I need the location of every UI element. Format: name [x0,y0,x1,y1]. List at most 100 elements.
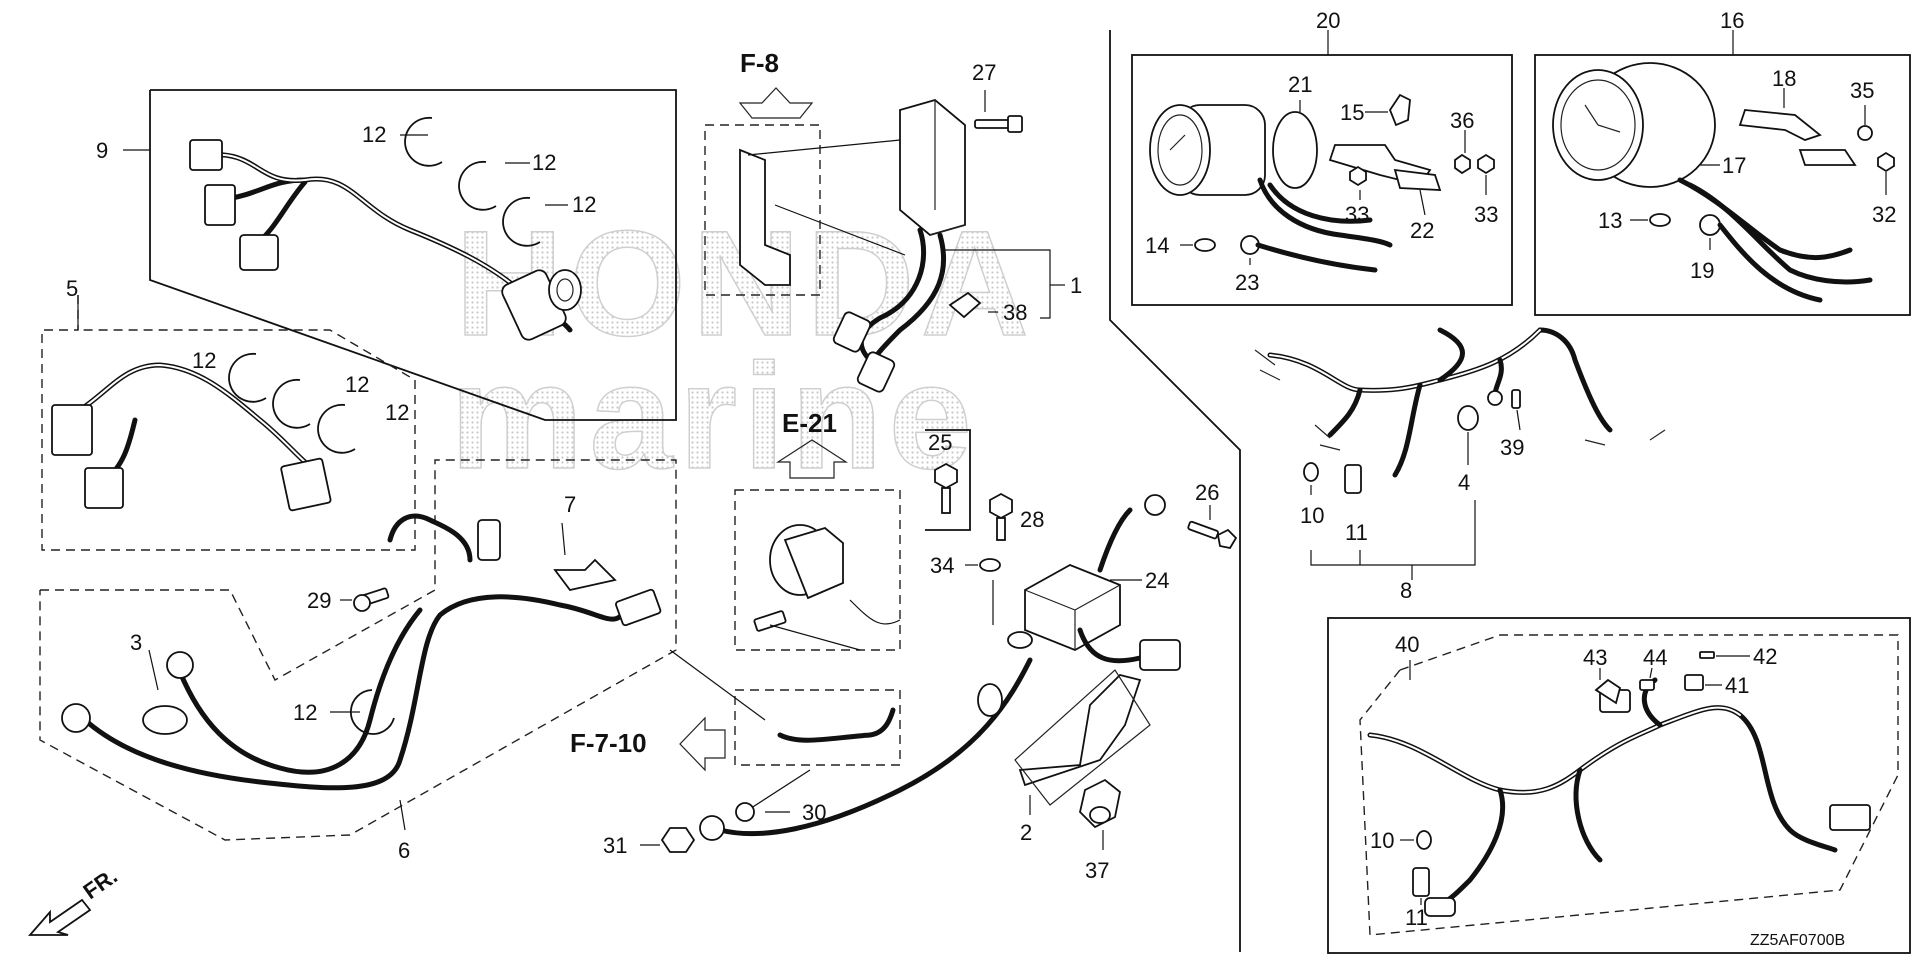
connector-3p [204,184,236,226]
group-20-frame [1131,54,1513,306]
group-e21: E-21 [734,408,901,651]
group-5-frame [41,295,416,551]
cap-10-b [1416,830,1432,850]
callout-11-b: 11 [1405,905,1428,930]
nut-36 [1454,153,1471,175]
arrow-up-e21 [775,439,849,479]
rectifier-connector-a [832,311,872,353]
group-harness-8: 10 11 4 39 8 [1254,327,1666,603]
front-label: FR. [79,863,122,904]
group-meter-16: 16 18 35 32 17 13 19 [1534,8,1911,316]
rectifier-connector-b [856,351,896,393]
group-meter-20: 20 21 22 15 36 33 33 14 23 [1131,8,1513,306]
terminal-29 [477,519,501,561]
callout-15: 15 [1340,100,1364,125]
callout-21: 21 [1288,72,1312,97]
battery-cable-b [177,607,423,775]
callout-23: 23 [1235,270,1259,295]
round-connector [501,269,582,341]
harness-40-wire [1367,705,1838,853]
group-16-frame [1534,54,1911,316]
socket-19 [1699,214,1721,236]
terminal-26 [1144,494,1166,516]
cdi-connector [1139,639,1181,671]
group-6-frame [39,459,677,841]
callout-40: 40 [1395,632,1419,657]
clip-12-f [317,403,356,454]
arrow-left-f710 [679,716,726,772]
connector-2p [189,139,223,171]
clip-38 [948,291,982,319]
f8-ref-box [704,124,821,296]
clip-15 [1388,93,1411,127]
callout-33-b: 33 [1474,202,1498,227]
group-cables-6: 29 3 7 12 6 [39,459,677,863]
bracket-18 [1738,109,1822,141]
callout-24: 24 [1145,568,1169,593]
group-40-inner [1359,634,1899,936]
nut-33-b [1477,153,1495,175]
callout-28: 28 [1020,507,1044,532]
part-44 [1639,679,1655,691]
callout-13: 13 [1598,208,1622,233]
bolt-29 [353,587,390,612]
front-arrow-icon [28,898,92,936]
bracket-f8 [739,148,791,286]
connector-5-c [280,457,332,512]
cap-10-a [1303,462,1319,482]
bracket-25-28 [925,429,971,531]
callout-29: 29 [307,588,331,613]
bolt-26 [1187,520,1238,550]
bulb-14 [1194,238,1216,252]
callout-11-a: 11 [1345,520,1368,545]
nut-35 [1857,125,1873,141]
switch-37 [1079,778,1121,829]
bracket-2 [1014,669,1151,806]
clip-43 [1594,678,1622,705]
callout-3: 3 [130,630,142,655]
group-rectifier: F-8 27 1 38 [704,48,1082,393]
callout-12-g: 12 [293,700,317,725]
terminal-ring-a [61,703,91,733]
callout-39: 39 [1500,435,1524,460]
callout-9: 9 [96,138,108,163]
callout-2: 2 [1020,820,1032,845]
terminal-ring-b [166,651,194,679]
diagram-code: ZZ5AF0700B [1750,932,1845,949]
battery-cable-a [82,594,628,791]
tach-meter-20 [1149,104,1266,196]
group-40-frame [1327,617,1911,954]
group-harness-9: 9 12 12 12 [96,89,677,421]
e21-ref-box [734,489,901,651]
group-cdi: 25 28 34 24 26 [699,429,1238,883]
clip-12-c [502,196,541,247]
callout-20: 20 [1316,8,1340,33]
group-f710: F-7-10 30 31 [570,649,901,858]
callout-27: 27 [972,60,996,85]
clip-12-e [272,378,311,429]
harness-40-plug [1829,804,1871,831]
callout-37: 37 [1085,858,1109,883]
bolt-27 [974,115,1023,133]
sleeve-11-a [1344,464,1362,494]
divider-line [1109,30,1241,952]
callout-22: 22 [1410,218,1434,243]
ref-f710: F-7-10 [570,728,647,758]
bolt-28 [989,492,1013,541]
ref-f8: F-8 [740,48,779,78]
callout-19: 19 [1690,258,1714,283]
callout-18: 18 [1772,66,1796,91]
nut-32 [1877,151,1895,173]
ring-21 [1272,111,1318,189]
connector-5-a [51,404,93,456]
cdi-plug [977,683,1003,717]
callout-16: 16 [1720,8,1744,33]
callout-5: 5 [66,276,78,301]
callout-6: 6 [398,838,410,863]
ref-e21: E-21 [782,408,837,438]
group-harness-40: 40 43 44 41 42 10 11 [1327,617,1911,954]
nut-31 [660,827,696,853]
meter-20-wire [1257,177,1393,248]
connector-6p [239,234,279,271]
rectifier-1 [899,99,966,236]
